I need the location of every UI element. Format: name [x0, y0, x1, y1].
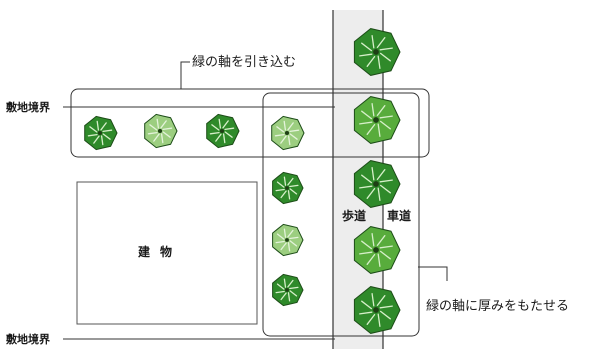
building-label: 建物	[137, 244, 182, 259]
tree	[353, 96, 401, 144]
tree	[353, 160, 401, 208]
tree	[353, 286, 401, 334]
roadway-label: 車道	[387, 208, 411, 223]
tree	[353, 28, 401, 76]
site-boundary-bottom-label: 敷地境界	[6, 332, 50, 346]
right-annotation-leader	[418, 266, 448, 281]
building-footprint	[76, 181, 258, 325]
right-annotation-label: 緑の軸に厚みをもたせる	[426, 299, 569, 314]
tree	[272, 223, 304, 257]
tree	[353, 226, 401, 274]
trees-layer	[84, 28, 401, 334]
tree	[144, 113, 178, 149]
tree	[272, 273, 304, 307]
green-axis-vertical-zone	[262, 92, 420, 337]
tree	[272, 171, 304, 205]
tree	[271, 115, 305, 151]
tree	[206, 113, 240, 149]
site-boundary-top-label: 敷地境界	[6, 100, 50, 114]
green-axis-horizontal-zone	[70, 88, 430, 158]
top-annotation-leader	[180, 61, 190, 89]
sidewalk-label: 歩道	[342, 208, 366, 223]
tree	[84, 115, 118, 151]
top-annotation-label: 緑の軸を引き込む	[192, 55, 296, 70]
